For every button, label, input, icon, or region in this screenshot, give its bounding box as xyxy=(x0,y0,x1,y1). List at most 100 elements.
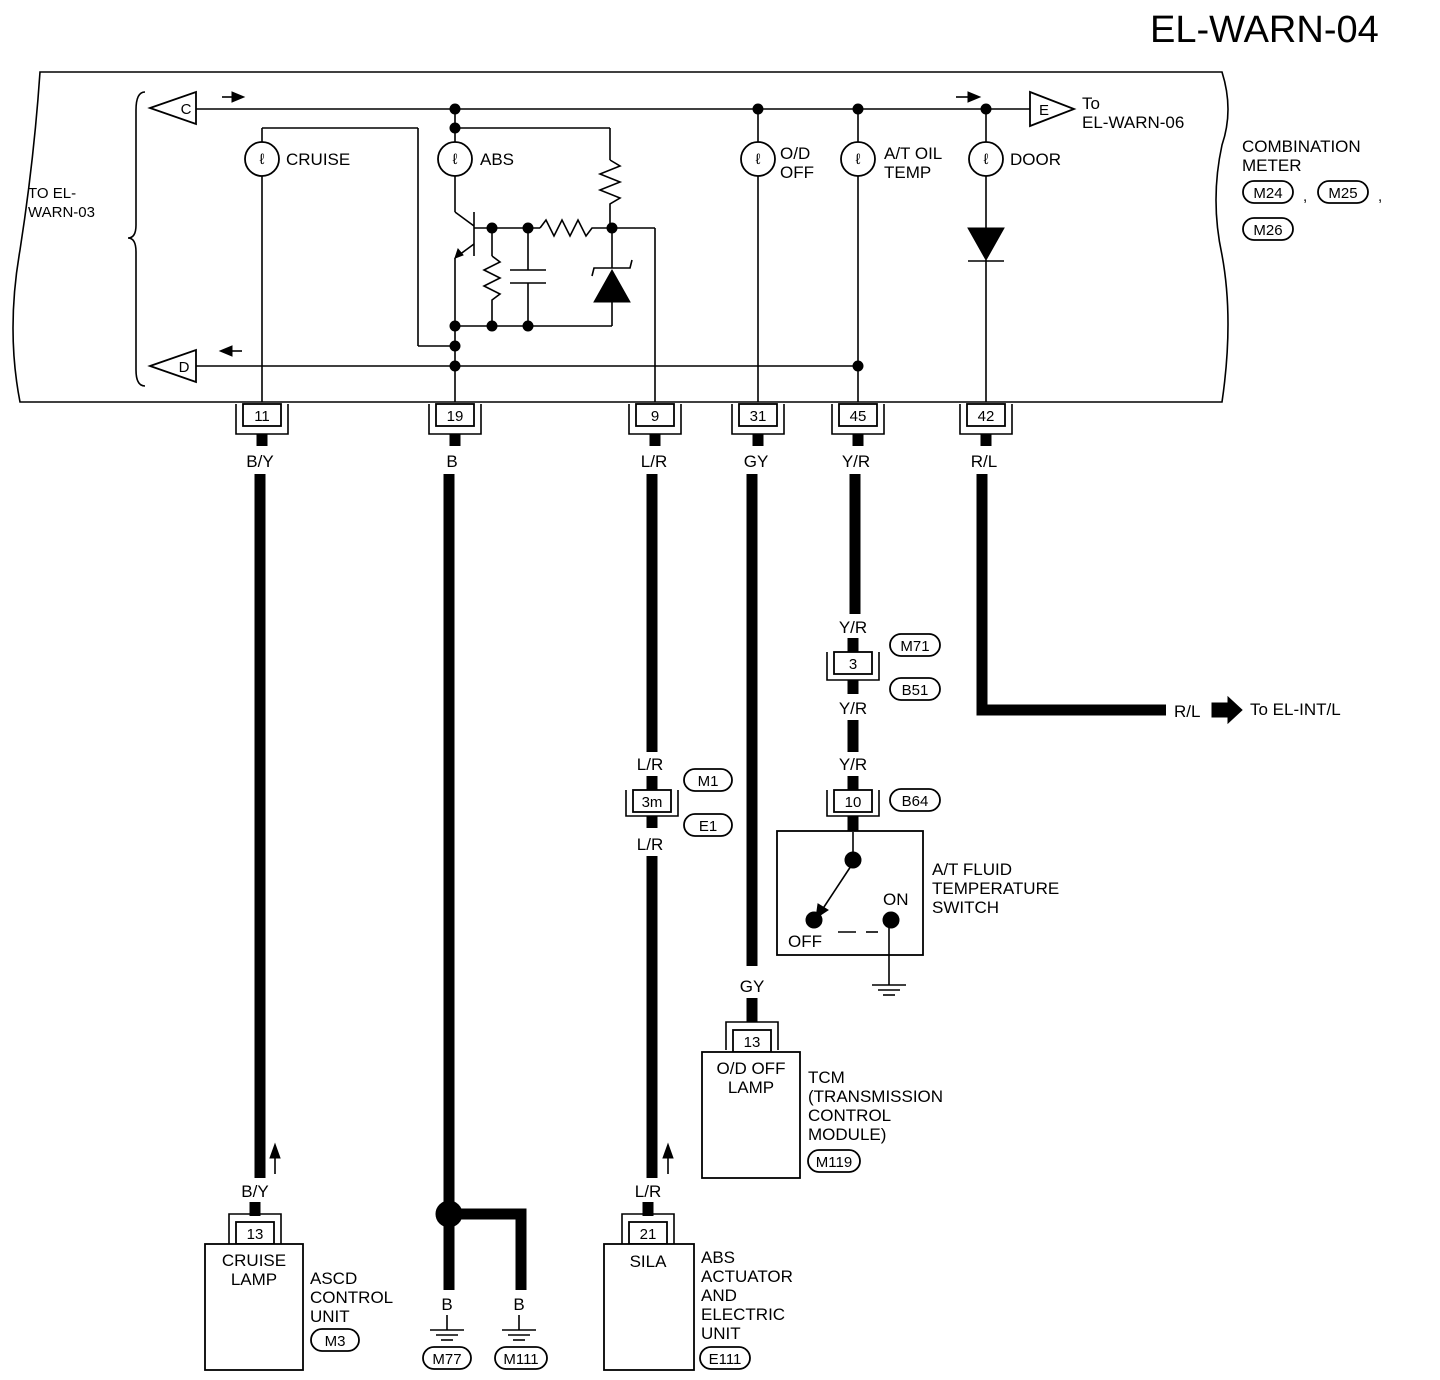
atf-connector-m71: M71 xyxy=(889,633,941,657)
ascd-label-1: ASCD xyxy=(310,1269,357,1288)
ascd-connector-13: 13 xyxy=(228,1213,282,1245)
svg-text:45: 45 xyxy=(850,408,867,425)
svg-text:ℓ: ℓ xyxy=(984,151,989,168)
left-ref-line-2: WARN-03 xyxy=(28,204,95,221)
atf-connector-10: 10 xyxy=(826,789,880,817)
abs-unit-label-2: ACTUATOR xyxy=(701,1267,793,1286)
tcm-wire-label: GY xyxy=(740,977,765,996)
svg-text:3: 3 xyxy=(849,656,857,673)
tcm-label-2: (TRANSMISSION xyxy=(808,1087,943,1106)
svg-text:E1: E1 xyxy=(699,818,717,835)
svg-text:ℓ: ℓ xyxy=(453,151,458,168)
svg-text:ℓ: ℓ xyxy=(756,151,761,168)
abs-connector-3m: 3m xyxy=(625,789,679,817)
top-ref-line-1: To xyxy=(1082,94,1100,113)
terminal-31: 31 xyxy=(731,403,785,435)
door-lamp-branch: ℓ xyxy=(967,109,1005,402)
svg-text:B64: B64 xyxy=(902,793,929,810)
terminal-11: 11 xyxy=(235,403,289,435)
cruise-lamp-label: CRUISE xyxy=(286,150,350,169)
ascd-label-3: UNIT xyxy=(310,1307,350,1326)
meter-label-line-1: COMBINATION xyxy=(1242,137,1361,156)
signal-arrow-up xyxy=(269,1142,281,1174)
tcm-label-1: TCM xyxy=(808,1068,845,1087)
meter-connector-m25: M25 xyxy=(1317,180,1369,204)
abs-connector-e1: E1 xyxy=(683,813,733,837)
ascd-label-2: CONTROL xyxy=(310,1288,393,1307)
door-out-wire-label: R/L xyxy=(1174,702,1200,721)
svg-text:,: , xyxy=(1303,188,1307,205)
abs-unit-label-3: AND xyxy=(701,1286,737,1305)
svg-text:M111: M111 xyxy=(503,1351,538,1368)
top-ref-line-2: EL-WARN-06 xyxy=(1082,113,1184,132)
abs-unit-connector-e111: E111 xyxy=(699,1346,751,1370)
ascd-control-unit-box: CRUISE LAMP xyxy=(204,1243,304,1371)
switch-label-3: SWITCH xyxy=(932,898,999,917)
ascd-connector-m3: M3 xyxy=(310,1328,360,1352)
svg-text:M25: M25 xyxy=(1328,185,1357,202)
ground-left-wire-label: B xyxy=(441,1295,452,1314)
meter-label-line-2: METER xyxy=(1242,156,1302,175)
abs-unit-label-1: ABS xyxy=(701,1248,735,1267)
svg-text:21: 21 xyxy=(640,1226,657,1243)
at-oil-temp-label-2: TEMP xyxy=(884,163,931,182)
svg-text:3m: 3m xyxy=(642,794,663,811)
abs-lamp-label: ABS xyxy=(480,150,514,169)
abs-unit-connector-21: 21 xyxy=(621,1213,675,1245)
at-oil-temp-label-1: A/T OIL xyxy=(884,144,942,163)
ascd-wire-label: B/Y xyxy=(241,1182,268,1201)
abs-conn-top-wire: L/R xyxy=(637,755,663,774)
svg-text:SILA: SILA xyxy=(630,1252,668,1271)
atf-conn2-wire: Y/R xyxy=(839,755,867,774)
tcm-connector-m119: M119 xyxy=(807,1149,861,1173)
ground-connector-m77: M77 xyxy=(422,1346,472,1370)
ground-right-icon xyxy=(502,1315,536,1341)
abs-connector-m1: M1 xyxy=(683,768,733,792)
door-lamp-label: DOOR xyxy=(1010,150,1061,169)
meter-connector-m26: M26 xyxy=(1242,217,1294,241)
abs-unit-wire-label: L/R xyxy=(635,1182,661,1201)
page-title: EL-WARN-04 xyxy=(1150,9,1379,51)
atf-conn1-bottom-wire: Y/R xyxy=(839,699,867,718)
switch-label-1: A/T FLUID xyxy=(932,860,1012,879)
arrow-e-terminal: E xyxy=(956,90,1077,128)
svg-text:D: D xyxy=(179,359,190,376)
svg-text:CRUISE: CRUISE xyxy=(222,1251,286,1270)
svg-text:M119: M119 xyxy=(816,1154,852,1171)
arrow-c-terminal: C xyxy=(147,90,246,126)
svg-text:ℓ: ℓ xyxy=(260,151,265,168)
wire-label-gy: GY xyxy=(744,452,769,471)
abs-unit-label-4: ELECTRIC xyxy=(701,1305,785,1324)
svg-text:19: 19 xyxy=(447,408,464,425)
terminal-45: 45 xyxy=(831,403,885,435)
at-fluid-temperature-switch xyxy=(776,830,924,996)
abs-actuator-unit-box: SILA xyxy=(603,1243,695,1371)
svg-text:13: 13 xyxy=(247,1226,264,1243)
atf-connector-b64: B64 xyxy=(889,788,941,812)
wire-b-branch xyxy=(449,1208,527,1290)
tcm-label-4: MODULE) xyxy=(808,1125,886,1144)
svg-text:M26: M26 xyxy=(1253,222,1282,239)
abs-unit-label-5: UNIT xyxy=(701,1324,741,1343)
combination-meter-outline xyxy=(12,71,1229,403)
terminal-42: 42 xyxy=(959,403,1013,435)
od-off-lamp-branch: ℓ xyxy=(740,109,776,402)
abs-conn-bottom-wire: L/R xyxy=(637,835,663,854)
wire-label-l-r: L/R xyxy=(641,452,667,471)
wire-r-l xyxy=(976,474,1166,716)
svg-text:M3: M3 xyxy=(325,1333,346,1350)
left-ref-line-1: TO EL- xyxy=(28,185,76,202)
at-oil-temp-lamp-branch: ℓ xyxy=(840,109,876,402)
svg-text:LAMP: LAMP xyxy=(231,1270,277,1289)
svg-text:E: E xyxy=(1039,102,1049,119)
wire-label-y-r: Y/R xyxy=(842,452,870,471)
wire-label-b-y: B/Y xyxy=(246,452,273,471)
od-off-lamp-label-2: OFF xyxy=(780,163,814,182)
atf-connector-b51: B51 xyxy=(889,677,941,701)
svg-text:13: 13 xyxy=(744,1034,761,1051)
atf-connector-3: 3 xyxy=(826,651,880,681)
svg-text:C: C xyxy=(181,101,192,118)
signal-arrow-up xyxy=(662,1142,674,1174)
wire-label-r-l: R/L xyxy=(971,452,997,471)
svg-text:M1: M1 xyxy=(698,773,719,790)
